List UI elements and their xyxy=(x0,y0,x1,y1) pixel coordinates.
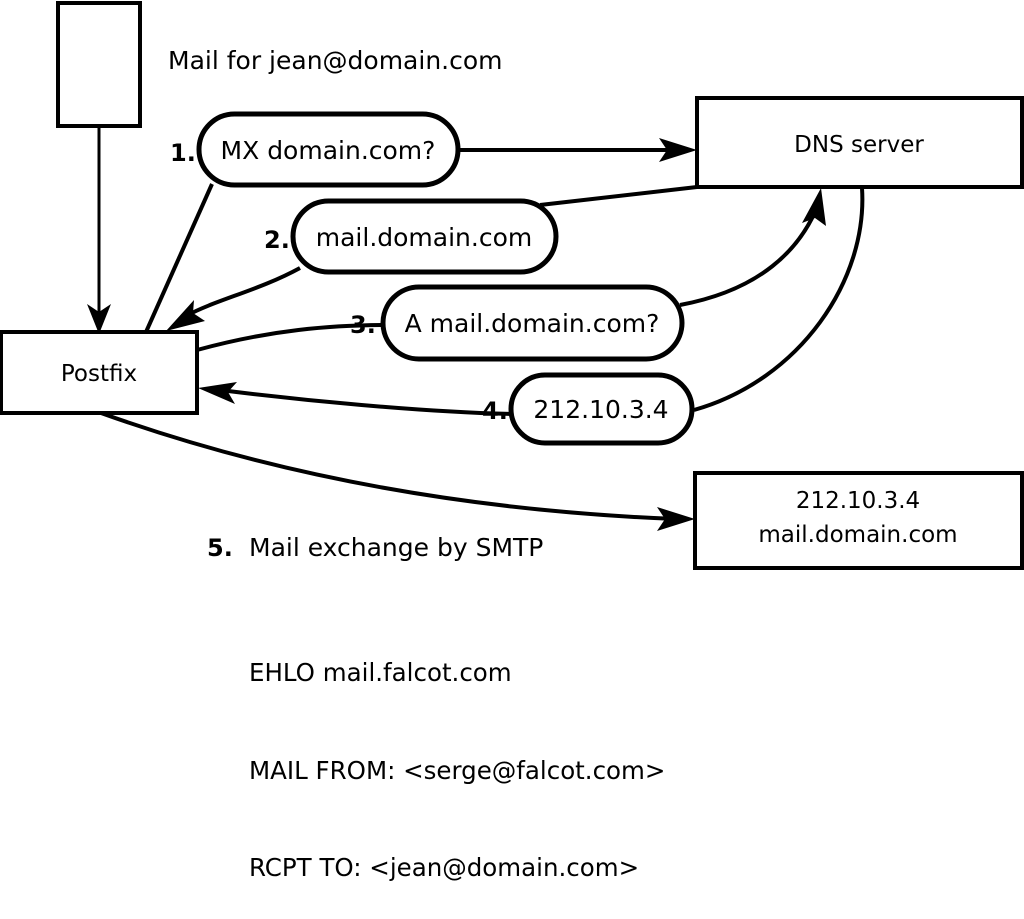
edge-dns-to-bubble2 xyxy=(539,185,698,207)
bubble-step-4-label: 212.10.3.4 xyxy=(533,395,668,424)
bubble-step-1: MX domain.com? xyxy=(196,111,461,188)
bubble-step-3-label: A mail.domain.com? xyxy=(405,309,660,338)
arrowhead-bubble3-to-dns xyxy=(802,188,826,226)
node-client xyxy=(56,1,142,128)
bubble-step-1-label: MX domain.com? xyxy=(221,136,436,165)
node-postfix: Postfix xyxy=(0,330,199,415)
edge-postfix-to-bubble1 xyxy=(144,183,214,333)
edge-postfix-to-bubble3 xyxy=(196,323,391,352)
edge-postfix-to-target xyxy=(100,411,695,531)
edge-bubble4-to-postfix xyxy=(198,382,513,416)
edge-bubble1-to-dns xyxy=(458,138,697,162)
arrowhead-client-to-postfix xyxy=(87,304,111,334)
node-target-mailserver: 212.10.3.4 mail.domain.com xyxy=(693,471,1024,570)
edge-bubble3-to-dns xyxy=(679,188,826,307)
node-dns-server: DNS server xyxy=(695,96,1024,189)
smtp-line: RCPT TO: <jean@domain.com> xyxy=(249,853,640,882)
step-number-1: 1. xyxy=(170,139,196,167)
node-target-ip-label: 212.10.3.4 xyxy=(796,488,920,514)
smtp-line: MAIL FROM: <serge@falcot.com> xyxy=(249,755,666,785)
edge-dns-to-bubble4 xyxy=(693,187,865,412)
step-5-label: Mail exchange by SMTP xyxy=(249,533,543,562)
caption-mail-for: Mail for jean@domain.com xyxy=(168,46,503,75)
smtp-transcript: EHLO mail.falcot.com MAIL FROM: <serge@f… xyxy=(249,592,665,919)
bubble-step-2: mail.domain.com xyxy=(290,198,559,275)
node-dns-server-label: DNS server xyxy=(794,132,924,158)
node-target-host-label: mail.domain.com xyxy=(758,522,957,548)
node-postfix-label: Postfix xyxy=(61,361,137,387)
bubble-step-2-label: mail.domain.com xyxy=(316,223,532,252)
smtp-line: EHLO mail.falcot.com xyxy=(249,658,512,687)
edge-bubble2-to-postfix xyxy=(166,266,301,331)
bubble-step-3: A mail.domain.com? xyxy=(380,284,685,362)
bubble-step-4: 212.10.3.4 xyxy=(508,372,695,446)
step-number-2: 2. xyxy=(264,226,290,254)
edge-client-to-postfix xyxy=(87,126,111,334)
step-number-3: 3. xyxy=(350,311,376,339)
step-number-4: 4. xyxy=(482,397,508,425)
step-number-5: 5. xyxy=(207,534,233,562)
arrowhead-bubble2-to-postfix xyxy=(166,300,205,331)
arrowhead-bubble4-to-postfix xyxy=(198,382,237,404)
arrowhead-postfix-to-target xyxy=(657,507,695,531)
arrowhead-bubble1-to-dns xyxy=(659,138,697,162)
